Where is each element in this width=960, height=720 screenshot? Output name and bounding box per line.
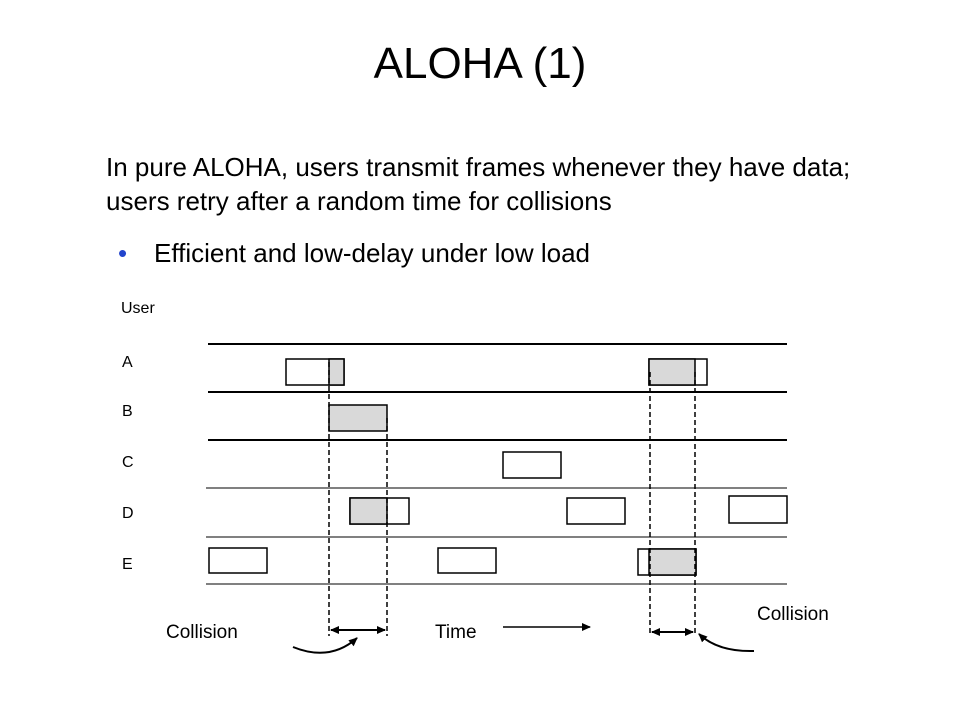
slide-title: ALOHA (1)	[373, 39, 587, 88]
body-paragraph: In pure ALOHA, users transmit frames whe…	[106, 152, 851, 216]
user-label-e: E	[122, 556, 133, 573]
frame-d-2	[566, 497, 626, 525]
user-label-d: D	[122, 505, 134, 522]
collision-overlap-d-1	[349, 497, 388, 525]
frame-d-3	[728, 495, 788, 524]
frame-b-1	[328, 404, 388, 432]
time-axis-label: Time	[435, 622, 477, 643]
frame-e-2	[437, 547, 497, 574]
bullet-dot-icon: •	[118, 238, 128, 268]
collision-pointer-left	[292, 637, 358, 654]
user-label-a: A	[122, 354, 133, 371]
user-label-c: C	[122, 454, 134, 471]
user-label-b: B	[122, 403, 133, 420]
bullet-item: • Efficient and low-delay under low load	[118, 236, 590, 270]
bullet-text: Efficient and low-delay under low load	[154, 238, 591, 268]
collision-overlap-a-1	[328, 358, 345, 386]
frame-e-1	[208, 547, 268, 574]
collision-overlap-a-2	[648, 358, 696, 386]
user-axis-header: User	[121, 300, 155, 317]
collision-label-left: Collision	[166, 622, 238, 643]
frame-c-1	[502, 451, 562, 479]
collision-label-right: Collision	[757, 604, 829, 625]
collision-pointer-right	[698, 633, 755, 653]
collision-overlap-e-3	[648, 548, 697, 576]
